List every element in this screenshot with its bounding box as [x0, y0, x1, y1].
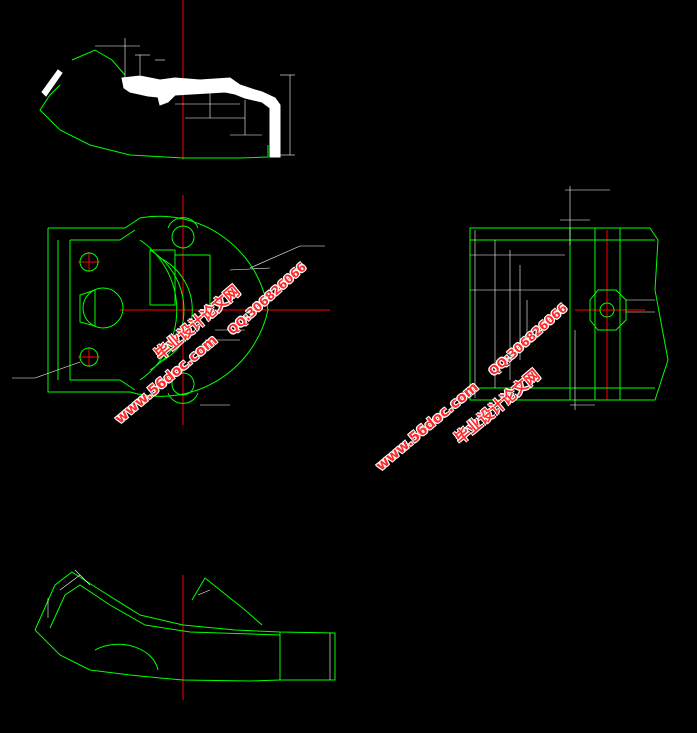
part-outline	[191, 577, 263, 626]
section-hatch	[121, 75, 281, 158]
part-outline	[70, 379, 136, 391]
front-view	[12, 195, 330, 425]
part-outline	[47, 228, 130, 393]
lug	[171, 225, 195, 249]
section-outline	[39, 109, 269, 159]
part-outline	[159, 257, 193, 363]
dimension-line	[197, 589, 211, 596]
part-outline	[79, 289, 96, 327]
part-outline	[34, 571, 336, 682]
part-outline	[469, 227, 669, 401]
leader-line	[229, 267, 271, 271]
part-outline	[49, 584, 281, 636]
part-outline	[167, 217, 199, 229]
part-outline	[34, 629, 251, 682]
mount-hole	[79, 252, 99, 272]
lug	[171, 372, 195, 396]
section-hatch	[41, 69, 63, 97]
bore	[599, 302, 615, 318]
section-view	[39, 0, 295, 160]
mount-hole	[79, 347, 99, 367]
side-view	[469, 186, 669, 410]
leader-line	[34, 361, 81, 379]
hex-boss	[589, 289, 627, 331]
part-outline	[94, 643, 159, 671]
part-outline	[70, 229, 136, 241]
part-outline	[149, 249, 176, 306]
part-outline	[48, 215, 269, 397]
top-view	[34, 569, 336, 700]
part-outline	[167, 392, 199, 404]
part-outline	[149, 249, 185, 371]
part-outline	[175, 254, 211, 310]
leader-line	[249, 245, 301, 269]
section-outline	[71, 49, 126, 76]
section-outline	[39, 84, 61, 111]
dimension-line	[59, 574, 81, 591]
bore	[82, 287, 124, 329]
dimension-line	[74, 569, 91, 586]
